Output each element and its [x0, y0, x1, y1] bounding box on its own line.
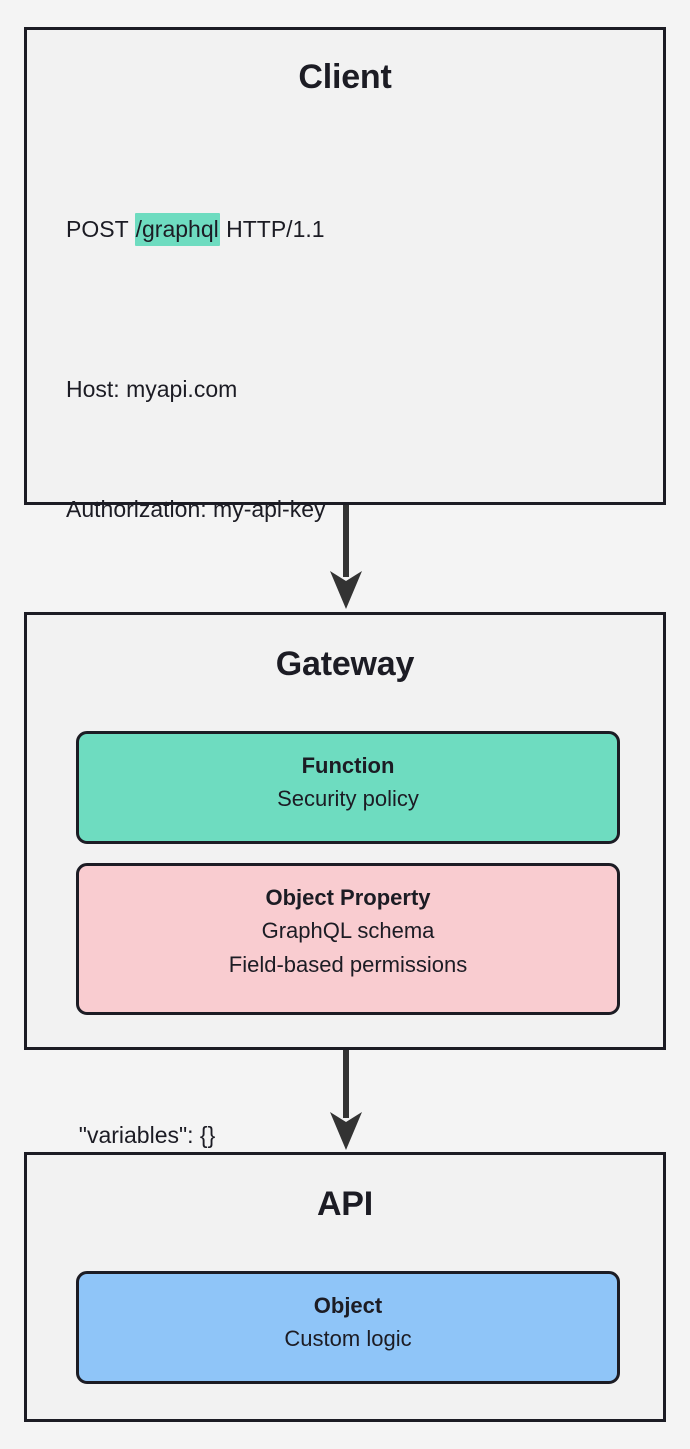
http-protocol: HTTP/1.1	[226, 216, 325, 242]
api-card-object-line-1: Custom logic	[284, 1326, 412, 1351]
gateway-card-object-property[interactable]: Object Property GraphQL schema Field-bas…	[76, 863, 620, 1015]
body-variables-line: "variables": {}	[66, 1122, 216, 1148]
gateway-card-object-property-title: Object Property	[265, 885, 431, 910]
api-card-object[interactable]: Object Custom logic	[76, 1271, 620, 1384]
gateway-card-function-title: Function	[301, 753, 395, 778]
api-stage-box: API Object Custom logic	[24, 1152, 666, 1422]
client-title: Client	[298, 58, 392, 96]
header-authorization: Authorization: my-api-key	[66, 496, 326, 522]
space-1	[128, 216, 134, 242]
api-title: API	[316, 1185, 374, 1223]
arrow-down-icon	[330, 505, 362, 609]
arrow-gateway-to-api	[328, 1050, 364, 1153]
gateway-card-function-line-1: Security policy	[277, 786, 419, 811]
gateway-title: Gateway	[275, 645, 415, 683]
gateway-stage-box: Gateway Function Security policy Object …	[24, 612, 666, 1050]
api-card-object-title: Object	[313, 1293, 383, 1318]
gateway-card-object-property-line-2: Field-based permissions	[228, 952, 468, 977]
gateway-card-function[interactable]: Function Security policy	[76, 731, 620, 844]
arrow-client-to-gateway	[328, 505, 364, 613]
arrow-down-icon	[330, 1050, 362, 1150]
gateway-card-object-property-line-1: GraphQL schema	[261, 918, 435, 943]
client-stage-box: Client POST /graphql HTTP/1.1 Host: myap…	[24, 27, 666, 1268]
header-host: Host: myapi.com	[66, 376, 238, 402]
request-path-highlight: /graphql	[134, 213, 220, 246]
http-method: POST	[66, 216, 129, 242]
request-line-start: POST /graphql HTTP/1.1	[66, 209, 663, 249]
